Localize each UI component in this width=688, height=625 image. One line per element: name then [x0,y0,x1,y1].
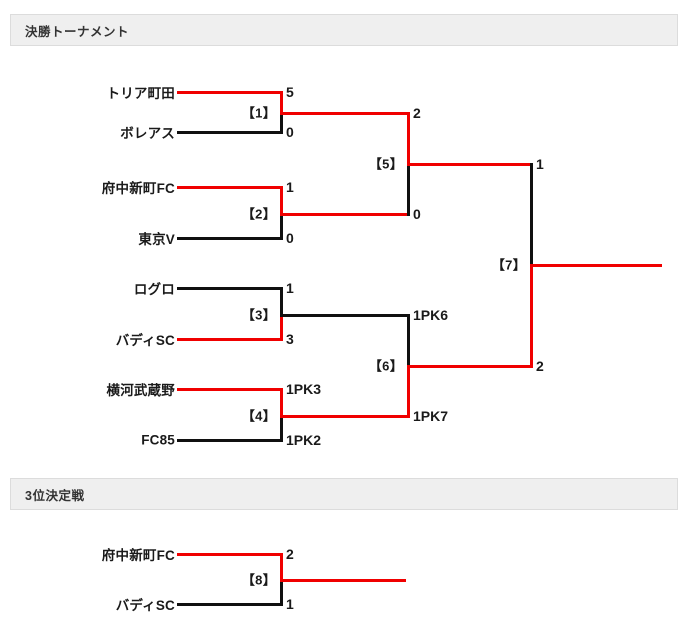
score: 0 [286,230,294,246]
score: 1PK6 [413,307,449,323]
bracket-connector-r1m2-lower [280,213,283,240]
bracket-line-r1m4-top [177,388,283,391]
section-header-final-tournament: 決勝トーナメント [10,14,678,46]
bracket-connector-r1m3-lower [280,314,283,341]
bracket-line-r2m6-bottom [280,415,410,418]
score: 1 [536,156,544,172]
team-name: 府中新町FC [101,181,175,196]
score: 1 [286,179,294,195]
score: 2 [536,358,544,374]
bracket-connector-r1m4-lower [280,415,283,442]
team-name: FC85 [141,432,175,448]
match-number: 【1】 [241,105,276,121]
score: 1 [286,596,294,612]
bracket-line-r1m4-bottom [177,439,283,442]
match-number: 【4】 [241,408,276,424]
bracket-connector-r3m7-lower [530,264,533,368]
bracket-connector-r2m6-lower [407,365,410,418]
match-number: 【5】 [368,156,403,172]
match-number: 【2】 [241,206,276,222]
third-place-winner-line [280,579,406,582]
bracket-line-r2m5-top [280,112,410,115]
team-name: ログロ [133,282,175,297]
section-header-third-place: 3位決定戦 [10,478,678,510]
bracket-line-r2m5-bottom [280,213,410,216]
bracket-connector-r1m1-upper [280,91,283,113]
score: 1PK2 [286,432,322,448]
score: 1PK3 [286,381,322,397]
score: 2 [413,105,421,121]
bracket-connector-r2m5-upper [407,112,410,165]
bracket-connector-r3m7-upper [530,163,533,266]
team-name: ボレアス [120,126,175,141]
match-number: 【7】 [491,257,526,273]
team-name: トリア町田 [106,86,175,101]
champion-line [530,264,662,267]
section-title: 決勝トーナメント [25,24,130,39]
bracket-connector-m8-upper [280,553,283,580]
bracket-line-r1m1-top [177,91,283,94]
bracket-connector-r2m5-lower [407,163,410,216]
bracket-line-m8-top [177,553,283,556]
team-name: バディSC [115,333,175,348]
bracket-line-r1m2-top [177,186,283,189]
bracket-connector-m8-lower [280,579,283,606]
match-number: 【6】 [368,358,403,374]
bracket-line-r1m1-bottom [177,131,283,134]
bracket-line-r1m3-bottom [177,338,283,341]
match-number: 【3】 [241,307,276,323]
bracket-line-r1m3-top [177,287,283,290]
bracket-line-r3m7-bottom [407,365,533,368]
bracket-connector-r1m3-upper [280,287,283,315]
bracket-connector-r2m6-upper [407,314,410,367]
bracket-line-r1m2-bottom [177,237,283,240]
score: 5 [286,84,294,100]
score: 0 [413,206,421,222]
score: 2 [286,546,294,562]
score: 3 [286,331,294,347]
team-name: 府中新町FC [101,548,175,563]
score: 1PK7 [413,408,449,424]
bracket-connector-r1m4-upper [280,388,283,416]
bracket-line-m8-bottom [177,603,283,606]
score: 1 [286,280,294,296]
bracket-connector-r1m1-lower [280,112,283,134]
team-name: バディSC [115,598,175,613]
score: 0 [286,124,294,140]
section-title: 3位決定戦 [25,488,85,503]
bracket-line-r3m7-top [407,163,533,166]
bracket-line-r2m6-top [280,314,410,317]
team-name: 東京V [138,232,175,247]
match-number: 【8】 [241,572,276,588]
team-name: 横河武蔵野 [106,383,175,398]
bracket-connector-r1m2-upper [280,186,283,214]
